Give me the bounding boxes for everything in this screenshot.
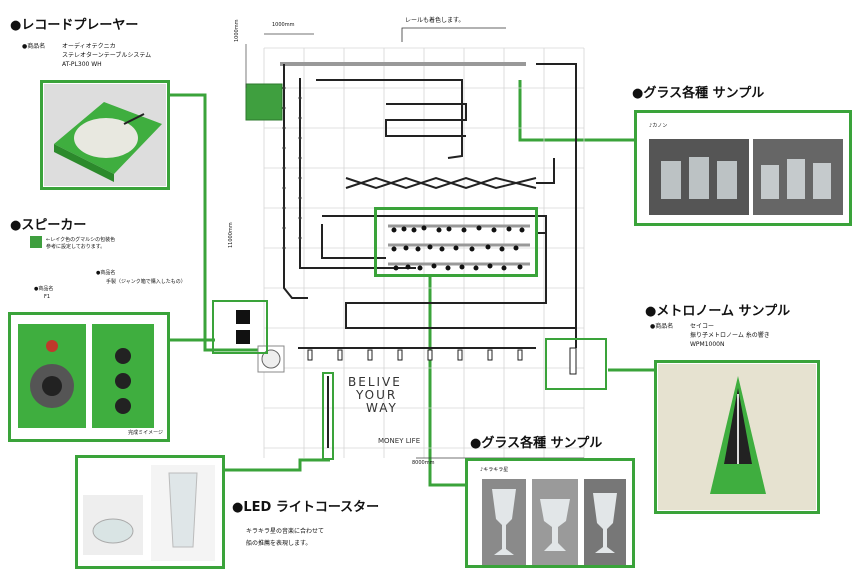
record-player-product-info: オーディオテクニカ ステレオターンテーブルシステム AT-PL300 WH — [62, 42, 151, 69]
speaker-left-name: F1 — [44, 294, 51, 300]
wall-text-line-3: WAY — [366, 401, 398, 415]
metronome-photo-frame — [654, 360, 820, 514]
metronome-product-info: セイコー 振り子メトロノーム 糸の響き WPM1000N — [690, 322, 770, 349]
rail-note-bracket — [401, 27, 506, 42]
glass-top-caption: ♪カノン — [649, 123, 668, 129]
metronome-product-label: ●商品名 — [650, 323, 674, 330]
music-notes-drawing — [388, 224, 530, 271]
record-player-product-line-3: AT-PL300 WH — [62, 61, 102, 68]
metronome-product-line-3: WPM1000N — [690, 341, 725, 348]
led-photo-frame — [75, 455, 225, 569]
speaker-photo-frame: 完成ミイメージ — [8, 312, 170, 442]
glass-top-photo-2 — [753, 139, 843, 215]
floor-plan: 1000mm 1000mm 11000mm 8000mm BELIVE YOUR… — [228, 20, 616, 468]
led-heading: ●LED ライトコースター — [232, 500, 380, 515]
connector-record-player — [168, 93, 262, 352]
dim-side-label: 1000mm — [234, 19, 240, 42]
glass-bottom-photo-1 — [482, 479, 526, 565]
speaker-highlight-box — [212, 300, 268, 354]
glass-bottom-photo-2 — [532, 479, 578, 565]
led-description: キラキラ星の音楽に合わせて 船の推薦を表現します。 — [246, 526, 324, 550]
record-player-photo — [44, 84, 166, 186]
wall-subtext: MONEY LIFE — [378, 437, 421, 445]
record-player-product-label: ●商品名 — [22, 43, 46, 50]
record-player-heading: ●レコードプレーヤー — [10, 18, 139, 33]
led-highlight-box — [322, 372, 334, 460]
glass-top-photo-1 — [649, 139, 749, 215]
wall-text: BELIVE YOUR WAY — [348, 376, 402, 415]
connector-led — [225, 458, 330, 472]
record-player-product-line-2: ステレオターンテーブルシステム — [62, 52, 152, 59]
record-player-product-line-1: オーディオテクニカ — [62, 43, 116, 50]
wall-text-line-1: BELIVE — [348, 375, 402, 389]
glass-top-frame: ♪カノン — [634, 110, 852, 226]
speaker-photo — [12, 316, 166, 438]
connector-glass-top — [518, 80, 635, 142]
music-staff-group — [384, 218, 534, 276]
rail-note: レールも着色します。 — [405, 17, 465, 24]
glass-bottom-caption: ♪キラキラ星 — [480, 467, 509, 473]
speaker-heading: ●スピーカー — [10, 218, 87, 233]
glass-highlight-box — [374, 207, 538, 277]
metronome-photo — [658, 364, 816, 510]
metronome-product-line-1: セイコー — [690, 323, 715, 330]
speaker-photo-caption: 完成ミイメージ — [128, 430, 163, 436]
speaker-left-label: ●商品名 — [34, 286, 54, 292]
glass-bottom-heading: ●グラス各種 サンプル — [470, 436, 603, 451]
speaker-right-name: 手製（ジャンク箱で購入したもの） — [106, 279, 186, 285]
led-photo — [79, 459, 221, 565]
speaker-legend: ←レイク色のグマルシの包装色 参考に設定しております。 — [46, 237, 115, 251]
dim-bottom-label: 8000mm — [412, 460, 435, 466]
led-description-line-2: 船の推薦を表現します。 — [246, 540, 312, 547]
floor-plan-drawing — [236, 33, 585, 459]
dim-long-label: 11000mm — [228, 222, 234, 248]
speaker-color-swatch — [30, 236, 42, 248]
led-description-line-1: キラキラ星の音楽に合わせて — [246, 528, 325, 535]
metronome-product-line-2: 振り子メトロノーム 糸の響き — [690, 332, 770, 339]
wall-text-line-2: YOUR — [356, 388, 398, 402]
speaker-legend-line-1: ←レイク色のグマルシの包装色 — [46, 237, 116, 243]
record-player-photo-frame — [40, 80, 170, 190]
dim-top-label: 1000mm — [272, 22, 295, 28]
connector-glass-bottom — [428, 275, 465, 487]
metronome-indicator-box — [545, 338, 607, 390]
glass-bottom-photo-3 — [584, 479, 626, 565]
speaker-legend-line-2: 参考に設定しております。 — [46, 244, 106, 250]
speaker-right-label: ●商品名 — [96, 270, 116, 276]
metronome-heading: ●メトロノーム サンプル — [645, 304, 791, 319]
glass-top-heading: ●グラス各種 サンプル — [632, 86, 765, 101]
glass-bottom-frame: ♪キラキラ星 — [465, 458, 635, 568]
